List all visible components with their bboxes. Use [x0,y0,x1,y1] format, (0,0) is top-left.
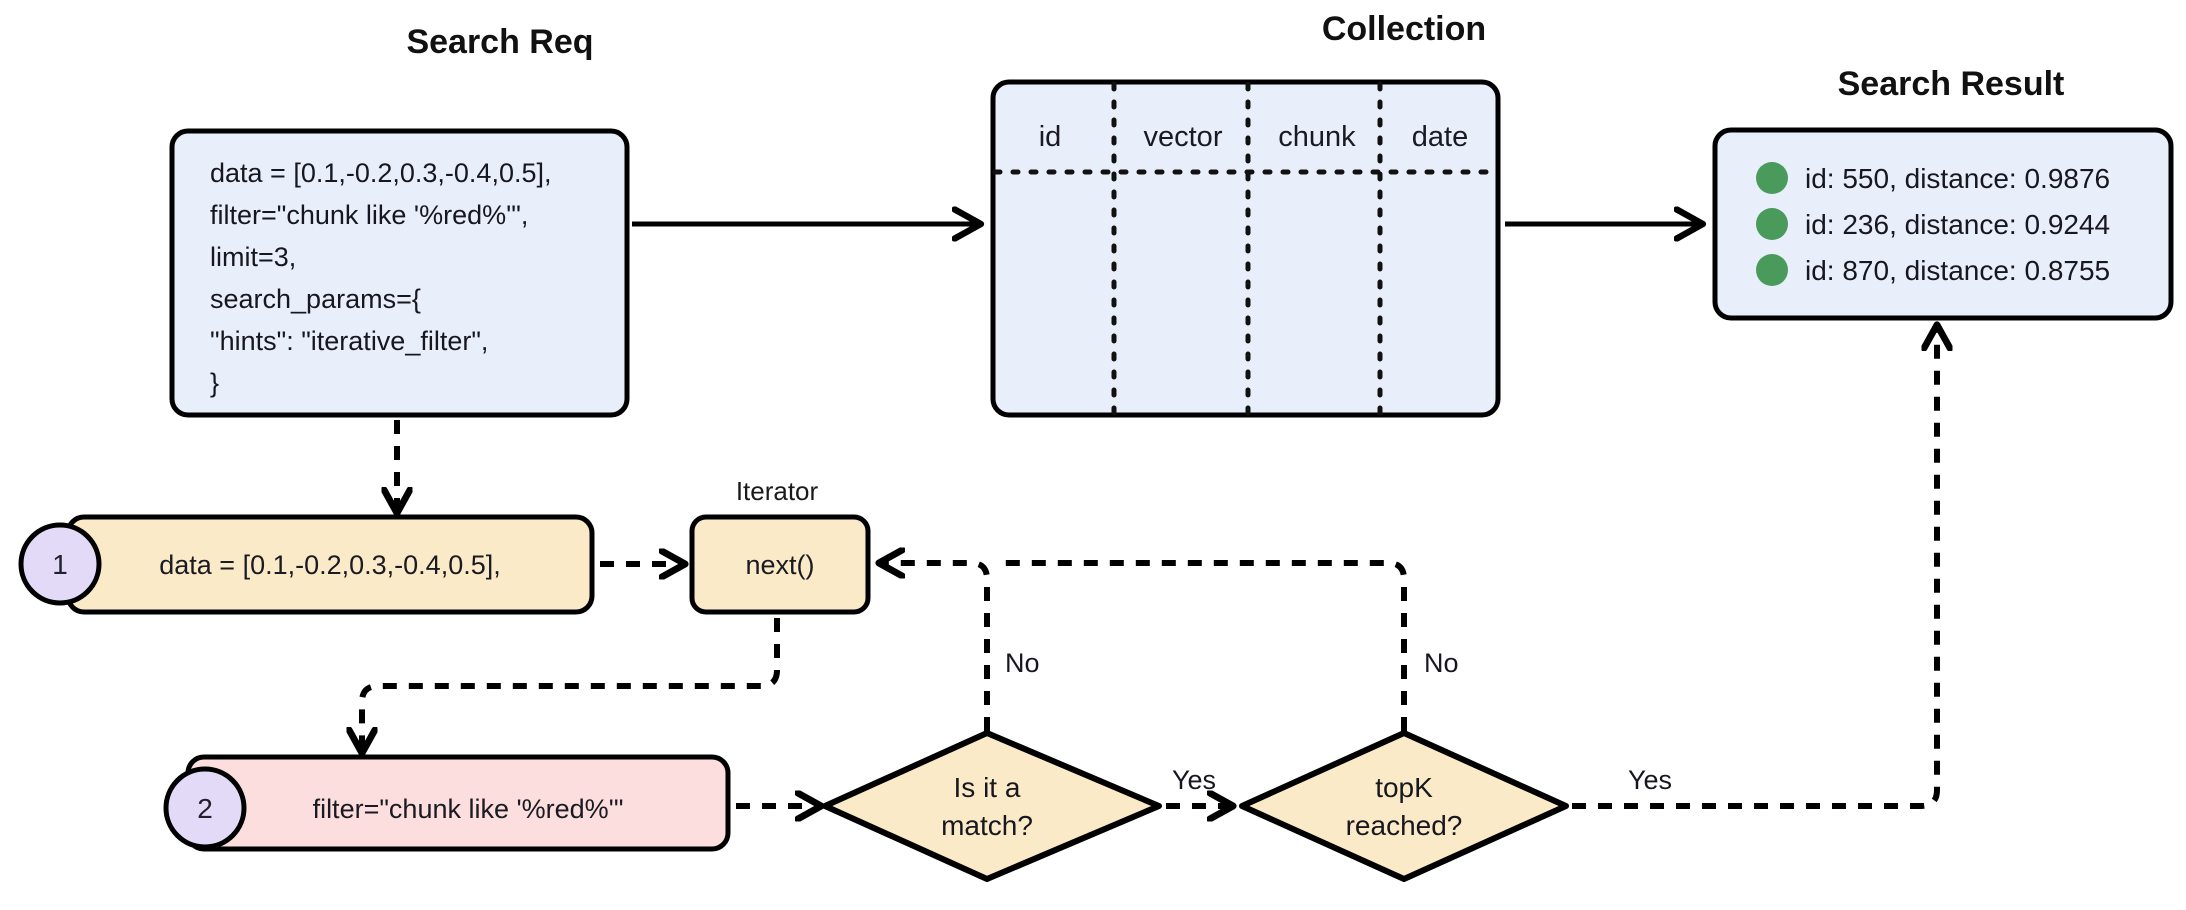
edge-label-topk-yes: Yes [1628,765,1672,795]
search-req-box[interactable] [169,128,630,418]
iterator-title: Iterator [736,476,819,506]
edge-label-match-yes: Yes [1172,765,1216,795]
result-row-1: id: 236, distance: 0.9244 [1805,209,2110,240]
search-result-box[interactable] [1712,127,2174,321]
result-bullet-icon-0 [1756,162,1788,194]
iterator-next-label: next() [745,550,814,580]
search-req-line-1: filter="chunk like '%red%'", [210,200,528,230]
decision-is-match-line2: match? [941,810,1033,841]
decision-is-match[interactable] [822,730,1162,882]
result-row-2: id: 870, distance: 0.8755 [1805,255,2110,286]
search-req-line-0: data = [0.1,-0.2,0.3,-0.4,0.5], [210,158,551,188]
result-bullet-icon-1 [1756,208,1788,240]
step1-label: data = [0.1,-0.2,0.3,-0.4,0.5], [159,550,500,580]
edge-match-no-to-next [884,563,990,731]
decision-is-match-line1: Is it a [954,772,1021,803]
result-bullet-icon-2 [1756,254,1788,286]
edge-topk-yes-to-result [1572,330,1937,809]
edge-label-topk-no: No [1424,648,1459,678]
decision-topk-line1: topK [1375,772,1433,803]
edge-next-to-step2 [362,618,780,748]
iterator-next-box[interactable] [689,514,871,615]
collection-column-date: date [1412,121,1468,153]
decision-topk-reached[interactable] [1239,730,1569,882]
search-req-title: Search Req [406,23,593,61]
search-req-line-3: search_params={ [210,284,421,314]
step2-label: filter="chunk like '%red%'" [313,794,624,824]
collection-column-vector: vector [1144,121,1223,153]
edge-label-match-no: No [1005,648,1040,678]
step1-badge-label: 1 [52,549,68,580]
step1-badge [18,522,102,606]
search-req-line-4: "hints": "iterative_filter", [210,326,488,356]
collection-column-chunk: chunk [1278,121,1356,153]
collection-column-id: id [1039,121,1062,153]
result-row-0: id: 550, distance: 0.9876 [1805,163,2110,194]
edge-topk-no-to-next [1003,560,1407,731]
step2-badge-label: 2 [197,793,213,824]
step2-badge [163,766,247,850]
collection-title: Collection [1322,10,1486,48]
decision-topk-line2: reached? [1346,810,1463,841]
search-req-line-2: limit=3, [210,242,296,272]
search-result-title: Search Result [1838,65,2065,103]
search-req-line-5: } [210,368,219,398]
